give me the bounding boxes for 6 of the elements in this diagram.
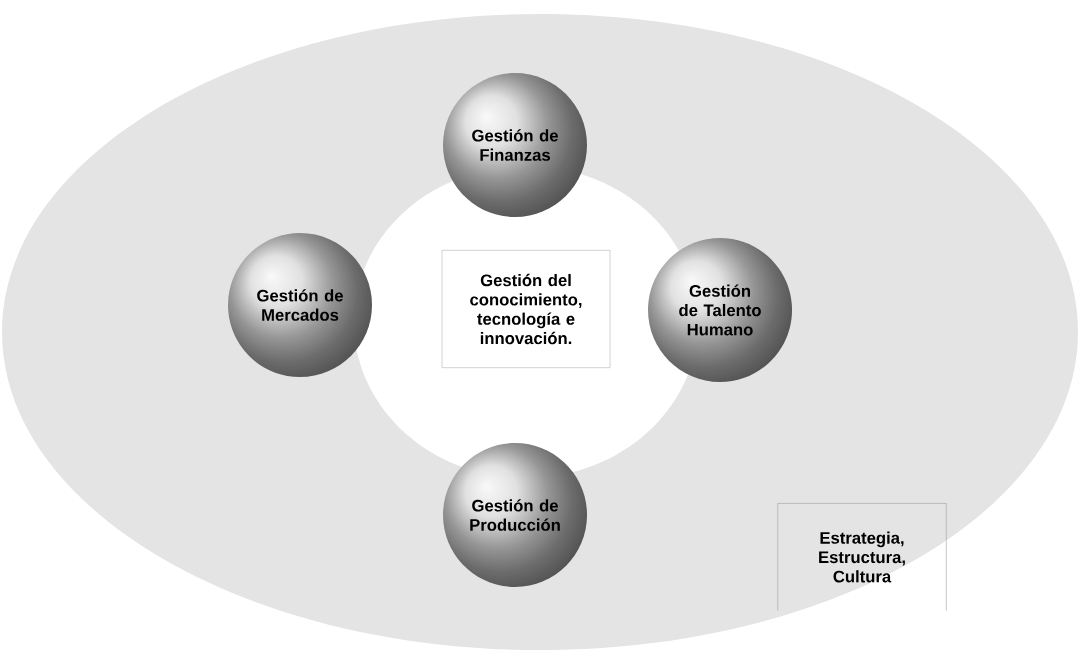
text-box: Gestión del conocimiento, tecnología e innovación. bbox=[441, 250, 611, 368]
sphere: Gestión de Producción bbox=[470, 499, 560, 531]
sphere: Gestión de Finanzas bbox=[472, 129, 558, 161]
sphere: Gestión de Mercados bbox=[257, 289, 343, 321]
text-box: Estrategia, Estructura, Cultura bbox=[777, 503, 947, 611]
sphere: Gestión de Talento Humano bbox=[679, 284, 761, 336]
